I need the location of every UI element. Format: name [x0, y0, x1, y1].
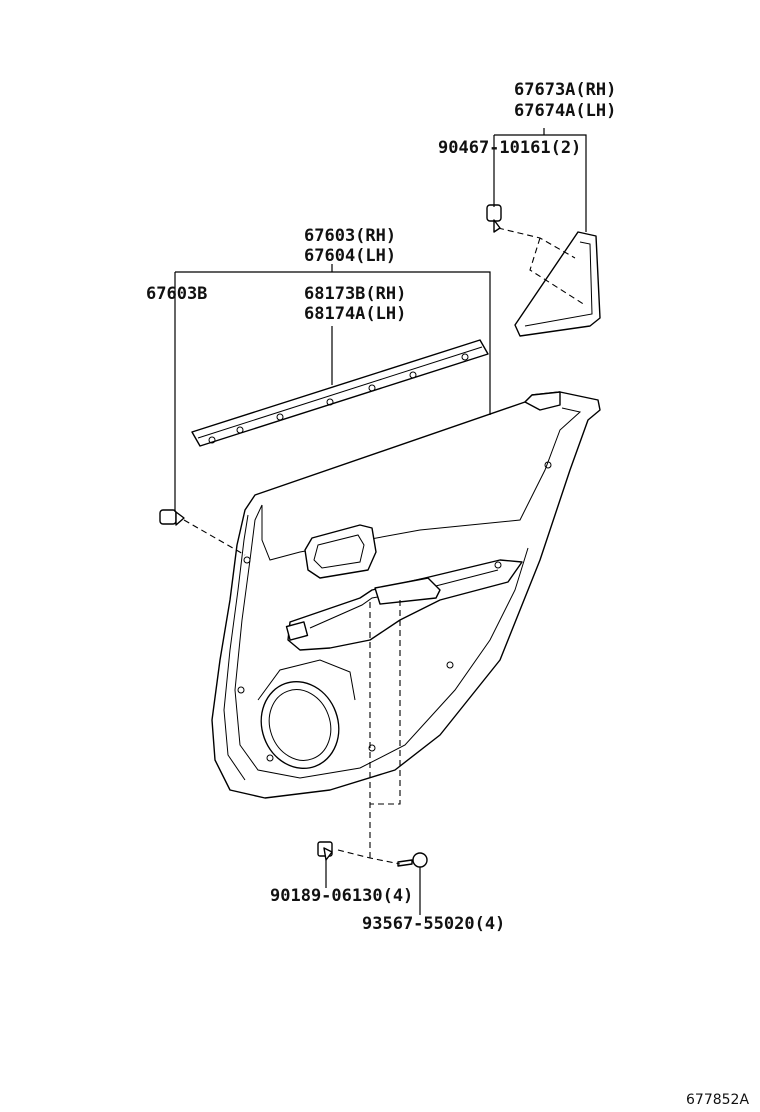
label-panel-sub: 67603B	[146, 284, 208, 304]
leader-lines	[174, 128, 587, 915]
corner-garnish	[497, 227, 601, 337]
garnish-clip	[486, 204, 502, 233]
label-weatherstrip-rh: 68173B(RH)	[304, 284, 407, 304]
label-screw-lower-right: 93567-55020(4)	[362, 914, 506, 934]
panel-clip	[159, 509, 246, 556]
lower-fasteners	[317, 598, 428, 868]
label-garnish-screw: 90467-10161(2)	[438, 138, 582, 158]
label-garnish-lh: 67674A(LH)	[514, 101, 617, 121]
label-screw-lower-left: 90189-06130(4)	[270, 886, 414, 906]
weatherstrip	[191, 339, 489, 447]
label-panel-rh: 67603(RH)	[304, 226, 397, 246]
figure-number: 677852A	[686, 1092, 750, 1108]
door-trim-panel	[211, 391, 601, 799]
label-panel-lh: 67604(LH)	[304, 246, 397, 266]
label-weatherstrip-lh: 68174A(LH)	[304, 304, 407, 324]
label-garnish-rh: 67673A(RH)	[514, 80, 617, 100]
